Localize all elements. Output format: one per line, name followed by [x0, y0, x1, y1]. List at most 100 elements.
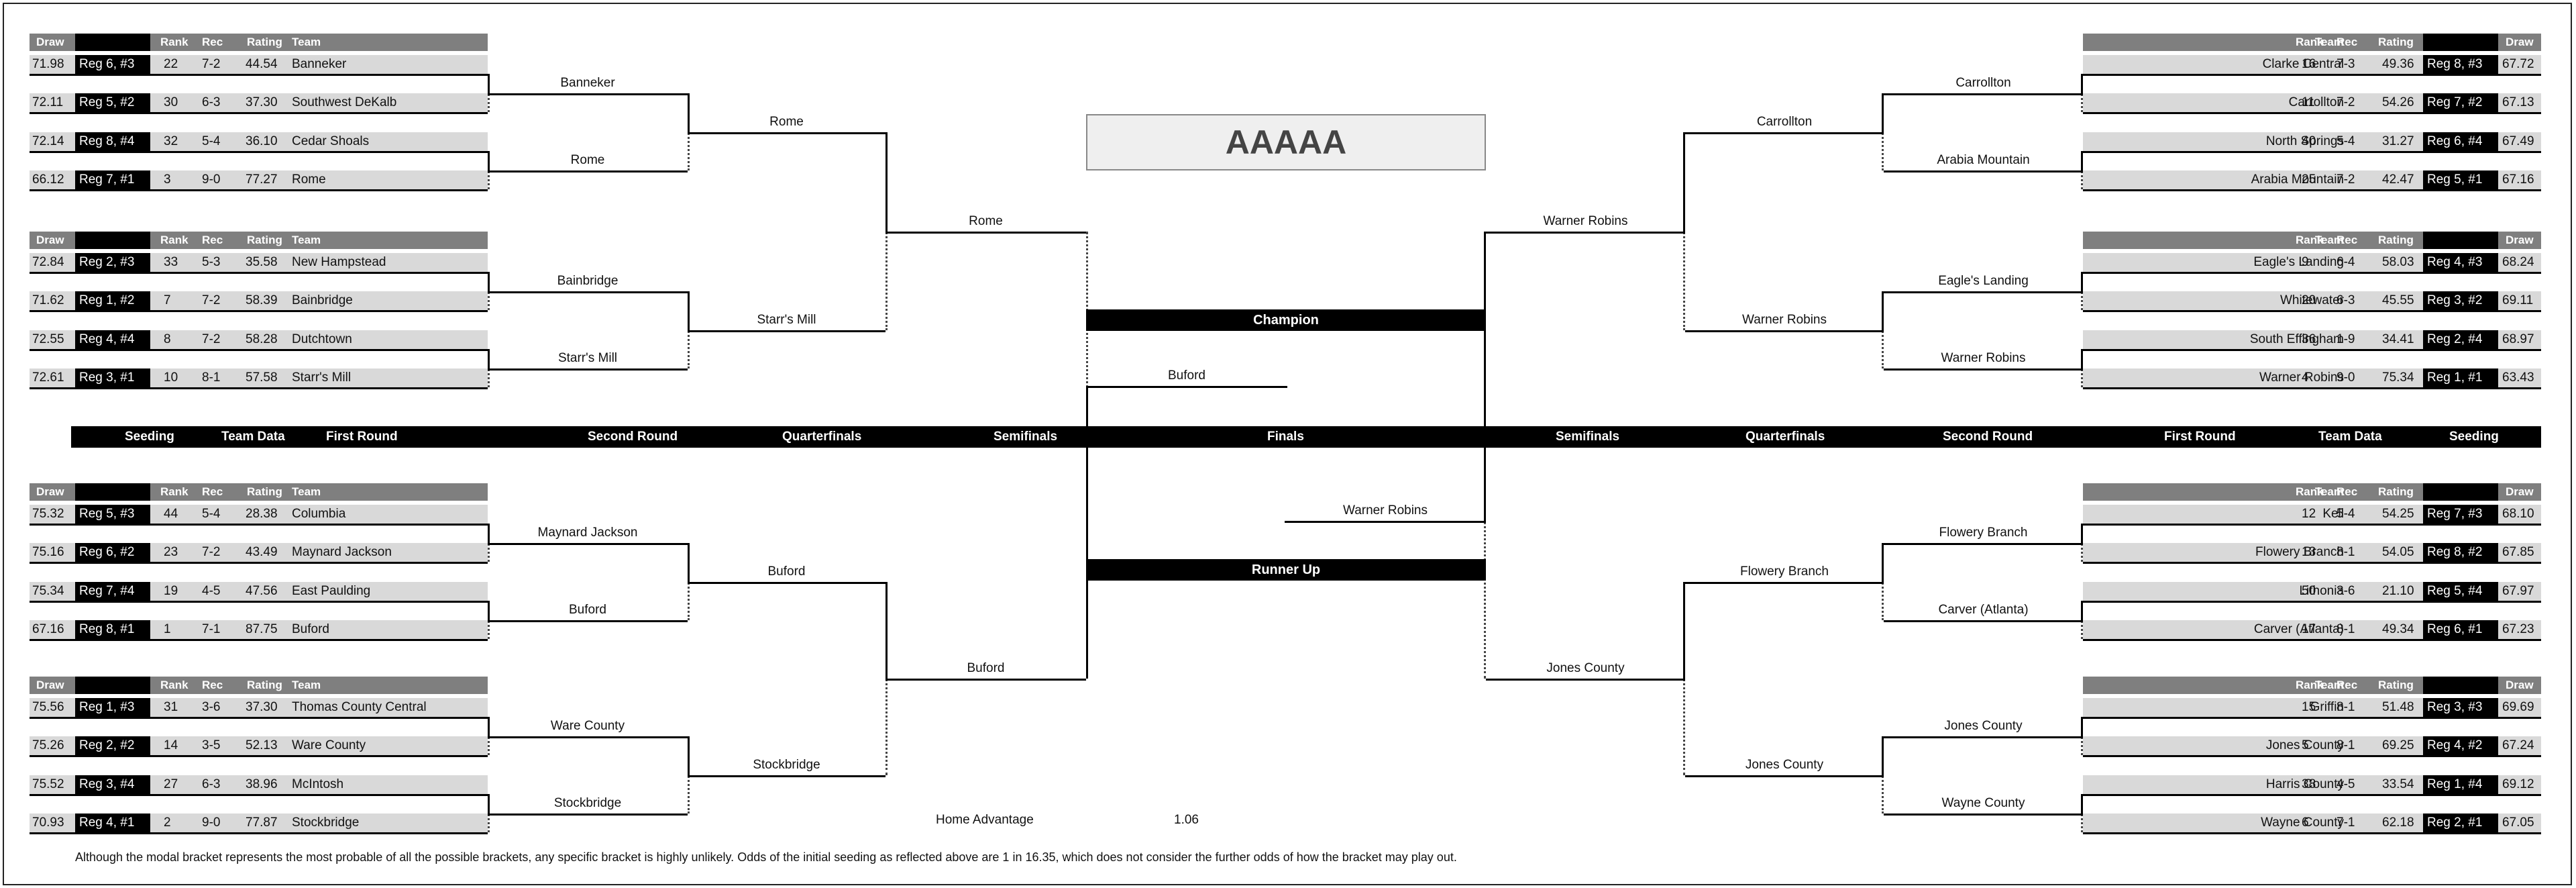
rank-value: 8 [164, 332, 171, 346]
round-label-right: Seeding [2449, 430, 2499, 444]
runner-up-label: Runner Up [1086, 559, 1486, 581]
rec-header: Rec [202, 36, 223, 48]
bracket-edge [2081, 524, 2083, 543]
rating-value: 47.56 [246, 584, 278, 598]
row-underline [30, 349, 488, 351]
record-value: 7-2 [202, 293, 221, 307]
team-name: Carver (Atlanta) [2253, 622, 2344, 636]
seed-badge: Reg 4, #4 [75, 330, 150, 349]
rec-header: Rec [2337, 679, 2358, 691]
rank-value: 3 [164, 172, 171, 187]
bracket-edge [488, 601, 490, 620]
bracket-winner-line [688, 775, 885, 777]
bracket-edge [488, 349, 490, 368]
row-underline [30, 112, 488, 114]
team-name: Kell [2322, 507, 2344, 521]
record-value: 9-0 [202, 816, 221, 830]
rank-value: 25 [2302, 172, 2316, 187]
bracket-edge [2081, 151, 2083, 170]
record-value: 5-4 [202, 134, 221, 148]
bracket-edge [1086, 386, 1088, 679]
rating-header: Rating [2378, 679, 2414, 691]
semifinal-winner: Rome [969, 214, 1003, 228]
seed-badge: Reg 6, #3 [75, 55, 150, 74]
team-name: North Springs [2265, 134, 2344, 148]
seed-header-block [2423, 232, 2498, 249]
seed-badge: Reg 1, #4 [2423, 775, 2498, 794]
second-round-winner: Jones County [1944, 719, 2023, 733]
row-underline [2083, 717, 2541, 719]
rec-header: Rec [2337, 485, 2358, 498]
rank-value: 9 [2302, 255, 2309, 269]
team-name: Rome [292, 172, 326, 187]
row-underline [2083, 832, 2541, 834]
quarterfinal-winner: Carrollton [1756, 115, 1813, 129]
team-header: Team [2314, 36, 2344, 48]
row-underline [30, 387, 488, 389]
record-value: 3-6 [2337, 584, 2355, 598]
record-value: 5-4 [2337, 507, 2355, 521]
bracket-winner-line [688, 132, 885, 134]
bracket-winner-line [488, 368, 688, 371]
bracket-winner-line [1884, 368, 2083, 371]
row-underline [30, 74, 488, 76]
second-round-winner: Flowery Branch [1939, 526, 2028, 540]
seed-badge: Reg 2, #2 [75, 736, 150, 755]
draw-value: 67.72 [2502, 57, 2534, 71]
bracket-winner-line [1486, 232, 1685, 234]
draw-value: 72.14 [32, 134, 64, 148]
seed-badge: Reg 5, #1 [2423, 170, 2498, 189]
rating-value: 58.03 [2382, 255, 2414, 269]
draw-header: Draw [2506, 36, 2534, 48]
second-round-winner: Starr's Mill [557, 351, 618, 365]
record-value: 6-4 [2337, 255, 2355, 269]
bracket-winner-line [1884, 93, 2083, 95]
home-advantage-label: Home Advantage [936, 813, 1034, 827]
second-round-winner: Carrollton [1955, 76, 2011, 90]
round-label-left: Quarterfinals [782, 430, 862, 444]
draw-header: Draw [36, 36, 64, 48]
record-value: 7-2 [2337, 172, 2355, 187]
record-value: 4-5 [2337, 777, 2355, 791]
draw-value: 75.32 [32, 507, 64, 521]
draw-value: 67.05 [2502, 816, 2534, 830]
rank-value: 44 [164, 507, 178, 521]
team-name: Harris County [2265, 777, 2344, 791]
rating-value: 58.28 [246, 332, 278, 346]
seed-badge: Reg 4, #1 [75, 813, 150, 832]
bracket-edge [1882, 736, 1884, 775]
rating-value: 87.75 [246, 622, 278, 636]
round-label-right: Second Round [1943, 430, 2033, 444]
row-underline [30, 639, 488, 641]
rating-value: 35.58 [246, 255, 278, 269]
rank-value: 33 [164, 255, 178, 269]
bracket-edge [2081, 794, 2083, 813]
draw-value: 68.24 [2502, 255, 2534, 269]
bracket-edge [488, 74, 490, 93]
bracket-edge [488, 524, 490, 543]
second-round-winner: Stockbridge [553, 796, 622, 810]
rating-header: Rating [247, 36, 282, 48]
seed-badge: Reg 7, #3 [2423, 505, 2498, 524]
record-value: 8-1 [2337, 700, 2355, 714]
draw-value: 68.97 [2502, 332, 2534, 346]
record-value: 7-1 [202, 622, 221, 636]
seed-badge: Reg 8, #4 [75, 132, 150, 151]
seed-badge: Reg 8, #3 [2423, 55, 2498, 74]
bracket-winner-line [488, 736, 688, 738]
rank-value: 23 [164, 545, 178, 559]
row-underline [30, 272, 488, 274]
record-value: 1-9 [2337, 332, 2355, 346]
team-header: Team [2314, 485, 2344, 498]
